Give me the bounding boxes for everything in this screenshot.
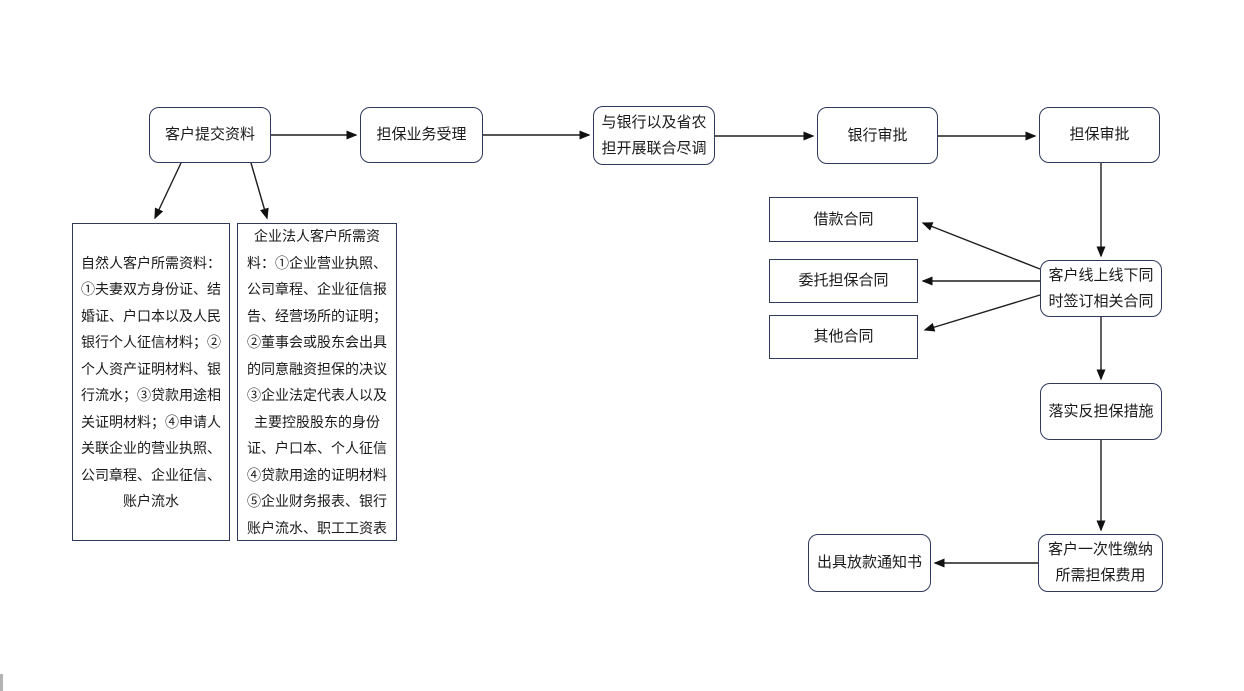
node-joint-due-diligence: 与银行以及省农 担开展联合尽调 — [593, 106, 715, 165]
node-pay-guarantee-fee: 客户一次性缴纳 所需担保费用 — [1038, 534, 1163, 592]
box-entrusted-guarantee-contract: 委托担保合同 — [769, 259, 918, 303]
node-guarantee-approval: 担保审批 — [1039, 107, 1160, 163]
node-sign-contracts: 客户线上线下同 时签订相关合同 — [1040, 260, 1162, 317]
box-natural-person-required-docs: 自然人客户所需资料： ①夫妻双方身份证、结 婚证、户口本以及人民 银行个人征信材… — [72, 223, 230, 541]
node-counter-guarantee-measures: 落实反担保措施 — [1040, 383, 1162, 440]
node-customer-submit: 客户提交资料 — [149, 107, 271, 163]
node-loan-disbursement-notice: 出具放款通知书 — [808, 534, 931, 592]
node-bank-approval: 银行审批 — [817, 107, 938, 164]
box-loan-contract: 借款合同 — [769, 197, 918, 242]
edge-artifact — [0, 674, 3, 691]
node-guarantee-acceptance: 担保业务受理 — [360, 107, 483, 163]
box-other-contract: 其他合同 — [769, 315, 918, 359]
box-corporate-required-docs: 企业法人客户所需资 料：①企业营业执照、 公司章程、企业征信报 告、经营场所的证… — [237, 223, 397, 541]
